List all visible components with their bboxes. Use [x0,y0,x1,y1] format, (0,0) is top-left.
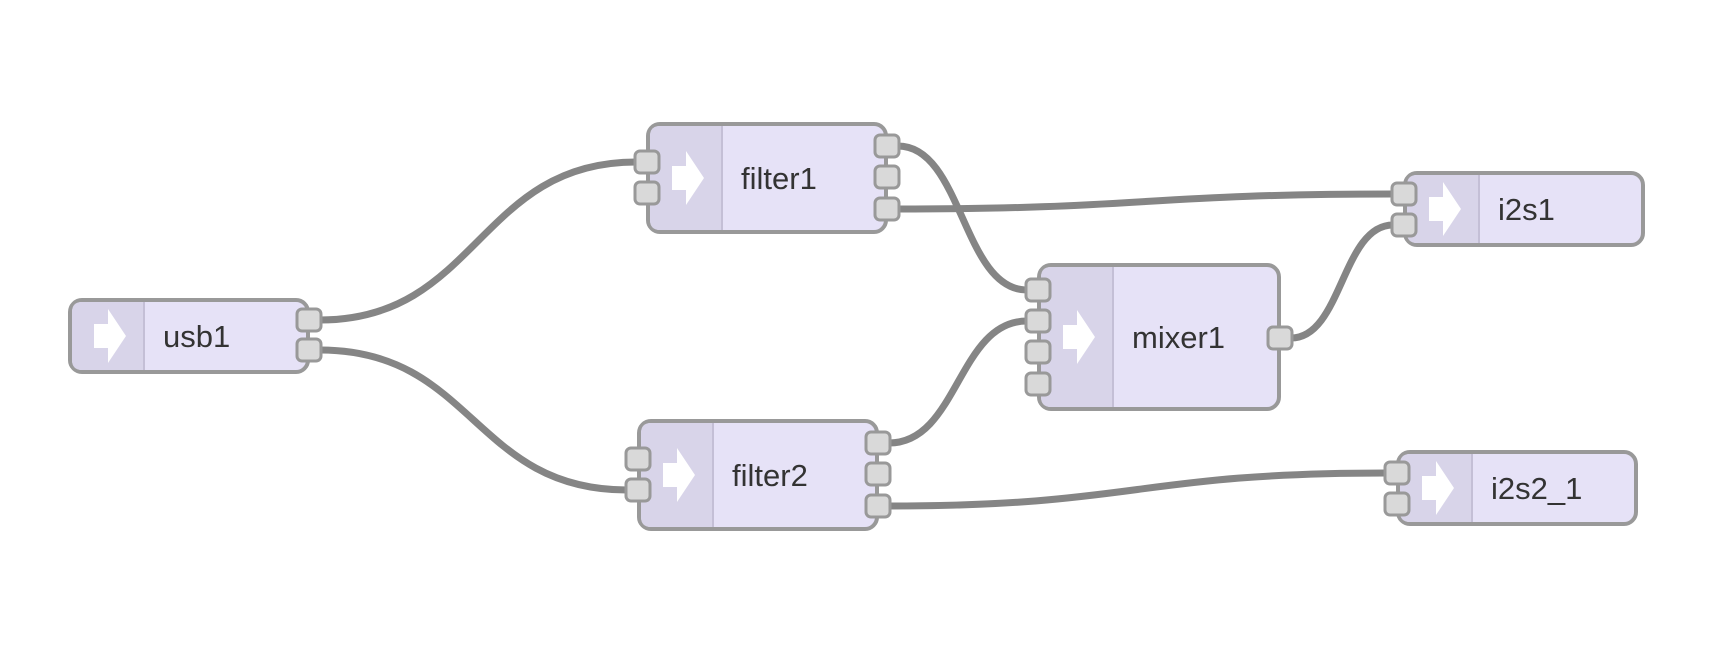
output-port-1[interactable] [864,461,892,487]
node-label: usb1 [163,319,230,354]
node-filter2[interactable]: filter2 [624,419,892,531]
output-port-0[interactable] [295,307,323,333]
wire-filter1-i2s1[interactable] [894,190,1397,213]
output-port-1[interactable] [295,337,323,363]
output-port-0[interactable] [1266,325,1294,351]
wire-filter2-mixer1[interactable] [885,317,1031,447]
input-port-0[interactable] [1024,277,1052,303]
output-port-1[interactable] [873,164,901,190]
arrow-right-icon [1429,182,1461,236]
node-label: i2s1 [1498,192,1555,227]
node-i2s1[interactable]: i2s1 [1390,171,1645,247]
node-filter1[interactable]: filter1 [633,122,901,234]
node-mixer1[interactable]: mixer1 [1024,263,1294,411]
input-port-0[interactable] [1390,181,1418,207]
input-port-0[interactable] [624,446,652,472]
node-label: mixer1 [1132,320,1225,355]
arrow-right-icon [1422,461,1454,515]
wires-layer [316,142,1397,510]
nodes-layer: usb1 filter1 filter2 mixer1 i2s1 i2s2_1 [68,122,1645,531]
wire-filter2-i2s2_1[interactable] [885,469,1390,510]
input-port-3[interactable] [1024,371,1052,397]
wire-usb1-filter2[interactable] [316,346,631,494]
input-port-0[interactable] [633,149,661,175]
node-label: filter1 [741,161,817,196]
arrow-right-icon [1063,310,1095,364]
input-port-1[interactable] [624,477,652,503]
node-i2s2_1[interactable]: i2s2_1 [1383,450,1638,526]
wire-usb1-filter1[interactable] [316,158,640,324]
output-port-0[interactable] [873,133,901,159]
node-usb1[interactable]: usb1 [68,298,323,374]
input-port-1[interactable] [1383,491,1411,517]
node-label: filter2 [732,458,808,493]
input-port-1[interactable] [1024,308,1052,334]
arrow-right-icon [663,448,695,502]
input-port-1[interactable] [633,180,661,206]
wire-mixer1-i2s1[interactable] [1287,221,1397,342]
arrow-right-icon [672,151,704,205]
output-port-2[interactable] [873,196,901,222]
input-port-0[interactable] [1383,460,1411,486]
output-port-0[interactable] [864,430,892,456]
output-port-2[interactable] [864,493,892,519]
node-label: i2s2_1 [1491,471,1582,506]
input-port-2[interactable] [1024,339,1052,365]
arrow-right-icon [94,309,126,363]
input-port-1[interactable] [1390,212,1418,238]
wire-filter1-mixer1[interactable] [894,142,1031,294]
